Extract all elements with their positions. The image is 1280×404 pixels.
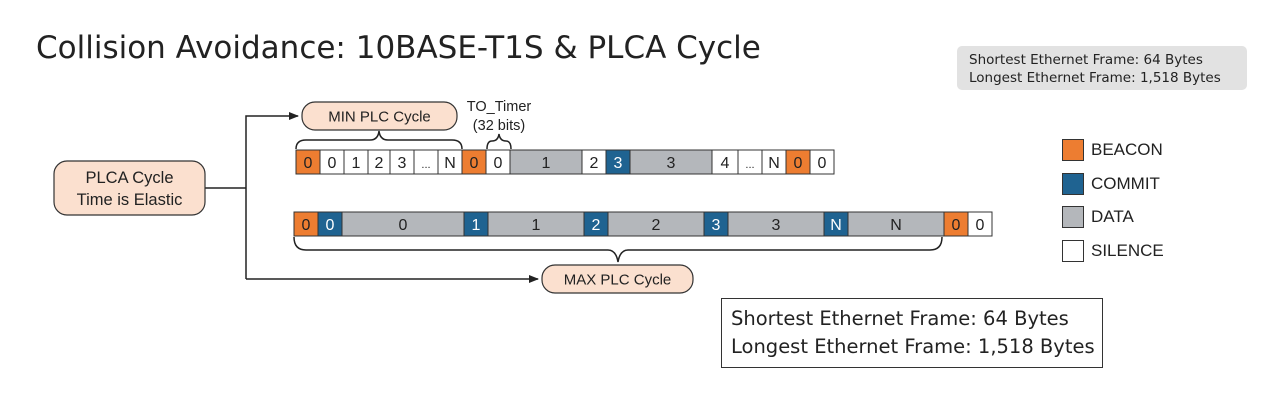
legend-label-commit: COMMIT [1091,174,1160,193]
min-row-cell-label: 0 [794,155,803,172]
min-row-cell-label: 3 [614,155,623,172]
max-row-cell-data [341,211,465,237]
max-row-cell-label: 1 [472,217,481,234]
min-row-cell-silence [437,149,463,175]
max-row-cell-silence [967,211,993,237]
min-row-cell-silence [485,149,511,175]
max-row-cell-label: 0 [976,217,985,234]
min-row-cell-silence [319,149,345,175]
legend-item-silence: SILENCE [1062,239,1164,263]
legend-item-commit: COMMIT [1062,172,1160,196]
min-cycle-brace [295,130,463,150]
min-row-cell-label: 0 [494,155,503,172]
max-row-cell-label: N [890,217,902,234]
legend-label-beacon: BEACON [1091,140,1163,159]
plca-callout-line1: PLCA Cycle [85,169,173,187]
max-row-cell-label: 0 [952,217,961,234]
max-row-cell-label: 0 [326,217,335,234]
min-row-cell-silence [389,149,415,175]
min-row-cell-silence [581,149,607,175]
min-row-cell-beacon [785,149,811,175]
min-row-cell-silence [711,149,739,175]
min-row-cell-label: 2 [375,155,384,172]
min-row-cell-data [509,149,583,175]
max-row-cell-label: 1 [532,217,541,234]
max-cycle-brace [293,236,943,263]
min-row-cell-label: 0 [304,155,313,172]
max-row-cell-data [727,211,825,237]
longest-frame-text: Longest Ethernet Frame: 1,518 Bytes [969,70,1221,86]
min-row-cell-label: ... [421,159,430,171]
min-row-cell-commit [605,149,631,175]
max-row-cell-commit [823,211,849,237]
max-row-cell-label: 2 [652,217,661,234]
min-plc-cycle-callout [301,101,458,131]
legend-label-data: DATA [1091,207,1134,226]
min-row-cell-beacon [461,149,487,175]
max-plc-cycle-callout [541,264,694,294]
frame-size-note-box: Shortest Ethernet Frame: 64 Bytes Longes… [721,298,1103,368]
shortest-frame-text: Shortest Ethernet Frame: 64 Bytes [969,52,1203,68]
legend-swatch-data [1062,206,1084,228]
legend-swatch-silence [1062,240,1084,262]
min-row-cell-label: 3 [398,155,407,172]
legend-label-silence: SILENCE [1091,241,1164,260]
frame-size-note-gray: Shortest Ethernet Frame: 64 Bytes Longes… [957,46,1247,90]
min-row-cell-label: N [768,155,780,172]
legend-swatch-commit [1062,173,1084,195]
min-row-cell-silence [809,149,835,175]
legend-item-data: DATA [1062,205,1134,229]
min-row-cell-label: 0 [818,155,827,172]
page-title: Collision Avoidance: 10BASE-T1S & PLCA C… [36,30,761,66]
min-row-cell-label: 3 [667,155,676,172]
longest-frame-text: Longest Ethernet Frame: 1,518 Bytes [731,335,1095,358]
max-row-cell-commit [317,211,343,237]
legend-swatch-beacon [1062,139,1084,161]
min-row-cell-label: 2 [590,155,599,172]
plca-callout-line2: Time is Elastic [77,191,183,209]
min-row-cell-silence [343,149,369,175]
max-row-cell-data [847,211,945,237]
max-row-cell-label: 2 [592,217,601,234]
min-row-cell-label: 0 [328,155,337,172]
min-row-cell-label: 1 [352,155,361,172]
max-row-cell-beacon [293,211,319,237]
max-row-cell-label: N [830,217,842,234]
max-row-cell-label: 0 [302,217,311,234]
min-row-cell-data [629,149,713,175]
min-row-cell-silence [737,149,763,175]
to-timer-bits-label: (32 bits) [473,118,525,134]
plca-cycle-callout [53,160,206,216]
max-row-cell-beacon [943,211,969,237]
min-plc-cycle-label: MIN PLC Cycle [328,109,431,126]
min-row-cell-label: 4 [721,155,730,172]
min-row-cell-label: 1 [542,155,551,172]
legend-item-beacon: BEACON [1062,138,1163,162]
min-row-cell-label: N [444,155,456,172]
to-timer-brace [486,133,512,150]
max-row-cell-label: 0 [399,217,408,234]
max-row-cell-label: 3 [772,217,781,234]
max-row-cell-data [487,211,585,237]
to-timer-label: TO_Timer [467,99,532,115]
min-row-cell-label: ... [745,159,754,171]
max-plc-cycle-label: MAX PLC Cycle [564,272,672,289]
min-row-cell-label: 0 [470,155,479,172]
max-row-cell-label: 3 [712,217,721,234]
connector-lines [205,112,539,283]
shortest-frame-text: Shortest Ethernet Frame: 64 Bytes [731,307,1069,330]
min-row-cell-silence [413,149,439,175]
